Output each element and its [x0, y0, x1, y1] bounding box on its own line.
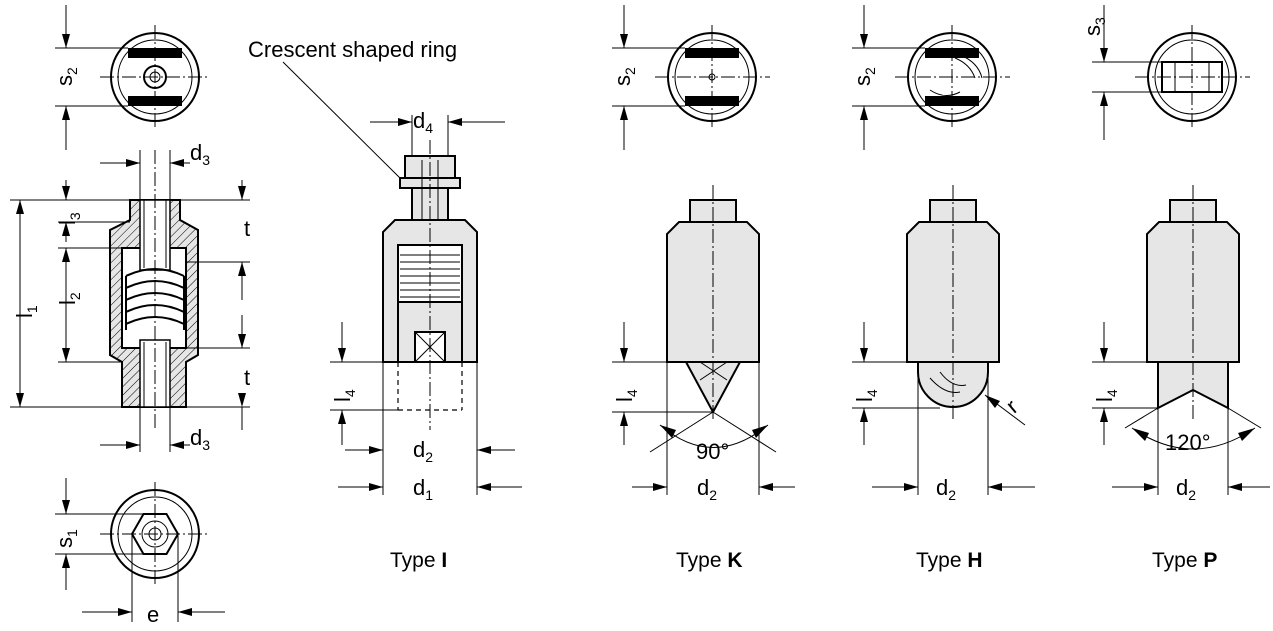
label-t-bottom: t: [244, 365, 250, 390]
label-r: r: [1001, 394, 1023, 418]
caption-type-k: Type K: [676, 549, 743, 572]
view-type-i: Crescent shaped ring d4: [248, 37, 522, 572]
label-120-deg: 120°: [1165, 430, 1211, 455]
caption-type-p: Type P: [1152, 549, 1217, 572]
label-s2-left: s2: [52, 67, 80, 86]
label-l4-type-h: l4: [852, 389, 880, 402]
label-e: e: [147, 602, 159, 627]
view-type-h: s2 r l4 d2 Type H: [850, 5, 1035, 572]
view-left-bottom: s1 e: [52, 478, 225, 627]
label-d1-type-i: d1: [413, 475, 433, 503]
label-l2: l2: [55, 292, 83, 305]
label-s2-type-k: s2: [610, 67, 638, 86]
label-l4-type-p: l4: [1092, 389, 1120, 402]
label-l1: l1: [12, 305, 40, 318]
caption-type-h: Type H: [916, 549, 983, 572]
label-l3: l3: [55, 212, 83, 225]
label-d4: d4: [413, 108, 433, 136]
view-left-section: l1 l3 l2 t t d3: [10, 140, 250, 453]
label-d2-type-i: d2: [413, 437, 433, 465]
caption-type-i: Type I: [390, 549, 447, 572]
view-left-top: s2: [52, 5, 210, 150]
label-l4-type-k: l4: [612, 389, 640, 402]
label-s1: s1: [52, 529, 80, 548]
label-crescent-ring: Crescent shaped ring: [248, 37, 457, 62]
label-s2-type-h: s2: [850, 67, 878, 86]
label-d2-type-h: d2: [936, 475, 956, 503]
view-type-p: s3 120° l4 d2 Type P: [1080, 5, 1270, 572]
label-t-top: t: [244, 216, 250, 241]
label-d2-type-p: d2: [1176, 475, 1196, 503]
view-type-k: s2 90° l4 d2 Type K: [610, 5, 795, 572]
label-l4-type-i: l4: [330, 389, 358, 402]
label-d3-top: d3: [190, 140, 210, 168]
label-s3: s3: [1080, 17, 1108, 36]
label-90-deg: 90°: [696, 439, 729, 464]
label-d3-bottom: d3: [190, 425, 210, 453]
label-d2-type-k: d2: [697, 475, 717, 503]
